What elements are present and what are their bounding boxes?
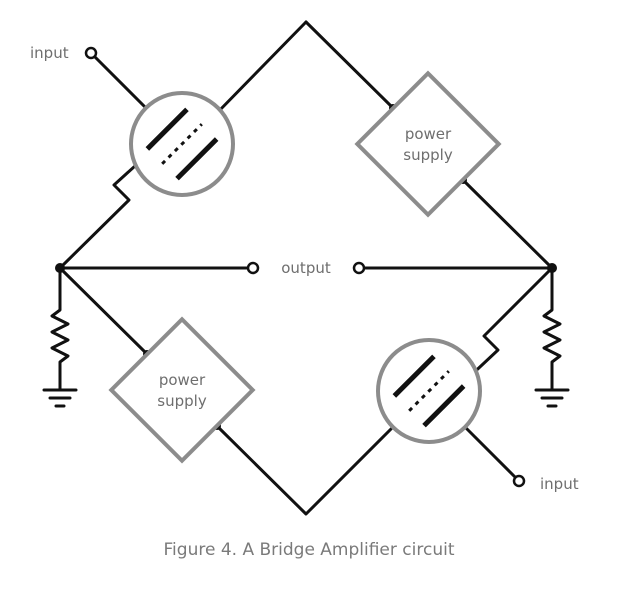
wire-top-left xyxy=(214,20,308,116)
figure-caption: Figure 4. A Bridge Amplifier circuit xyxy=(163,540,455,560)
label-psu-bottom-line1: power xyxy=(159,371,206,389)
power-supply-top xyxy=(354,70,502,218)
wire-top-right xyxy=(304,20,395,110)
label-psu-top-line1: power xyxy=(405,125,452,143)
vacuum-tube-icon xyxy=(129,91,235,197)
wire-right-resistor xyxy=(542,266,562,392)
wire-input-top xyxy=(93,55,152,114)
terminal-circle-icon xyxy=(512,474,526,488)
wire-tube-top-cathode xyxy=(58,154,148,270)
wire-psu-top-to-right-node xyxy=(461,178,554,270)
terminal-circle-icon xyxy=(84,46,98,60)
label-input-top: input xyxy=(30,44,69,62)
label-input-bottom: input xyxy=(540,475,579,493)
wires xyxy=(42,20,570,516)
power-supply-bottom xyxy=(108,316,256,464)
wire-left-node-to-psu-bottom xyxy=(58,266,149,356)
label-psu-top-line2: supply xyxy=(403,146,453,164)
node-right xyxy=(547,263,557,273)
terminals xyxy=(84,46,526,488)
wire-input-bottom xyxy=(460,422,517,479)
terminal-circle-icon xyxy=(352,261,366,275)
label-output: output xyxy=(281,259,331,277)
label-psu-bottom-line2: supply xyxy=(157,392,207,410)
terminal-circle-icon xyxy=(246,261,260,275)
wire-right-node-to-tube-bottom xyxy=(464,266,554,382)
wire-left-resistor xyxy=(50,266,70,392)
node-left xyxy=(55,263,65,273)
vacuum-tube-icon xyxy=(376,338,482,444)
wire-psu-bottom-to-apex xyxy=(215,424,393,516)
